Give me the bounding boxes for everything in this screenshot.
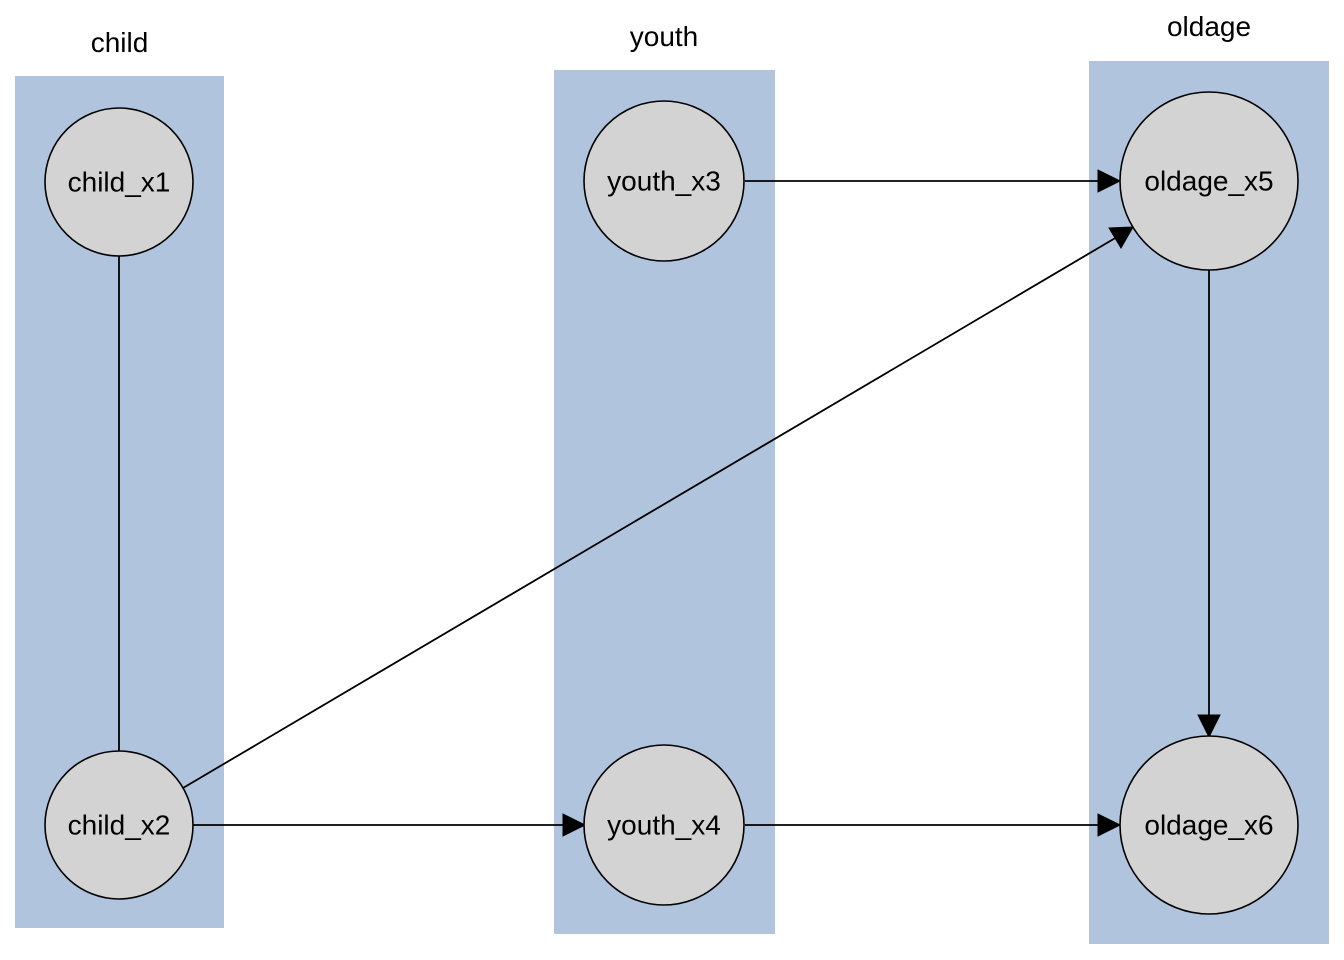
node-child-x2-circle[interactable] xyxy=(44,750,194,900)
node-child-x1-circle[interactable] xyxy=(44,107,194,257)
edge-child-x2-youth-x4 xyxy=(193,813,587,837)
arrowhead-icon xyxy=(1097,813,1122,837)
edge-youth-x3-oldage-x5 xyxy=(745,169,1122,193)
arrowhead-icon xyxy=(1197,714,1221,739)
node-oldage-x6-circle[interactable] xyxy=(1119,735,1299,915)
node-oldage-x6[interactable]: oldage_x6 xyxy=(1119,735,1299,915)
node-youth-x3-label: youth_x3 xyxy=(607,166,721,197)
node-child-x1[interactable]: child_x1 xyxy=(44,107,194,257)
cluster-youth-label: youth xyxy=(630,21,699,52)
edge-youth-x4-oldage-x6 xyxy=(745,813,1122,837)
node-oldage-x5-circle[interactable] xyxy=(1119,91,1299,271)
cluster-oldage-label: oldage xyxy=(1167,11,1251,42)
node-child-x2[interactable]: child_x2 xyxy=(44,750,194,900)
node-youth-x3[interactable]: youth_x3 xyxy=(583,100,745,262)
node-oldage-x5-label: oldage_x5 xyxy=(1144,166,1273,197)
arrowhead-icon xyxy=(1108,226,1134,249)
arrowhead-icon xyxy=(562,813,587,837)
arrowhead-icon xyxy=(1097,169,1122,193)
node-oldage-x6-label: oldage_x6 xyxy=(1144,810,1273,841)
node-youth-x4-circle[interactable] xyxy=(583,744,745,906)
edge-child-x2-oldage-x5 xyxy=(182,226,1134,789)
node-child-x2-label: child_x2 xyxy=(68,810,171,841)
node-oldage-x5[interactable]: oldage_x5 xyxy=(1119,91,1299,271)
edge-oldage-x5-oldage-x6 xyxy=(1197,270,1221,739)
node-youth-x4-label: youth_x4 xyxy=(607,810,721,841)
node-youth-x4[interactable]: youth_x4 xyxy=(583,744,745,906)
node-youth-x3-circle[interactable] xyxy=(583,100,745,262)
cluster-child-label: child xyxy=(91,27,149,58)
node-child-x1-label: child_x1 xyxy=(68,167,171,198)
edges xyxy=(118,169,1221,837)
